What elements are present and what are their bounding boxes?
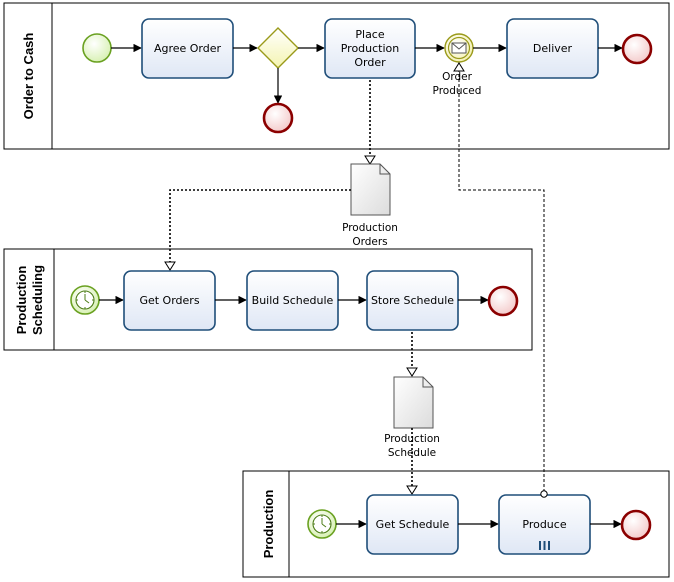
message-flow-produce-to-order-produced [458,66,545,492]
production-schedule-label-line1: Production [384,433,440,445]
association-production-orders-to-get-orders [169,189,351,264]
order-produced-label-line2: Produced [433,85,482,97]
pool-title-order-to-cash: Order to Cash [21,33,36,120]
document-fold [379,164,390,175]
order-produced-label-line1: Order [442,71,473,83]
task-deliver[interactable]: Deliver [506,18,599,79]
task-place-production-order-label-line1: Place [355,28,384,41]
task-build-schedule[interactable]: Build Schedule [246,270,339,331]
production-orders-label-line2: Orders [352,236,387,248]
document-icon[interactable] [350,163,391,216]
task-store-schedule-label: Store Schedule [371,294,454,307]
timer-icon [312,514,332,534]
task-produce-label: Produce [522,518,566,531]
envelope-icon [451,42,467,54]
end-event-gateway-branch[interactable] [262,102,294,134]
task-place-production-order-label-line3: Order [354,56,386,69]
start-event-order-to-cash[interactable] [82,33,112,63]
data-object-production-orders[interactable] [350,163,391,216]
document-fold [422,377,433,388]
intermediate-event-order-produced[interactable] [444,33,474,63]
message-flow-arrowhead [453,62,465,72]
parallel-bars-icon [539,541,550,550]
end-event-scheduling[interactable] [487,285,519,317]
task-place-production-order-label-line2: Production [341,42,400,55]
task-store-schedule[interactable]: Store Schedule [366,270,459,331]
end-event-production[interactable] [620,509,652,541]
task-deliver-label: Deliver [533,42,573,55]
task-agree-order[interactable]: Agree Order [141,18,234,79]
timer-icon [75,290,95,310]
pool-title-production-scheduling-line2: Scheduling [30,265,45,335]
pool-title-production-scheduling-line1: Production [14,266,29,335]
pool-title-production: Production [261,490,276,559]
document-icon[interactable] [393,376,434,429]
start-event-timer-production[interactable] [307,509,337,539]
data-object-production-schedule[interactable] [393,376,434,429]
association-arrowhead-get-orders [164,261,176,271]
task-place-production-order[interactable]: Place Production Order [324,18,416,79]
start-event-timer-scheduling[interactable] [70,285,100,315]
task-build-schedule-label: Build Schedule [252,294,334,307]
production-orders-label-line1: Production [342,222,398,234]
intermediate-event-inner-ring [447,36,471,60]
end-event-order-to-cash[interactable] [621,33,653,65]
association-arrowhead-production-schedule [406,367,418,377]
task-get-schedule[interactable]: Get Schedule [366,494,459,555]
association-arrowhead-get-schedule [406,485,418,495]
association-arrowhead-production-orders [364,155,376,165]
message-flow-origin-circle [540,490,548,498]
task-get-orders-label: Get Orders [139,294,199,307]
task-get-schedule-label: Get Schedule [376,518,450,531]
task-produce[interactable]: Produce [498,494,591,555]
task-get-orders[interactable]: Get Orders [123,270,216,331]
task-agree-order-label: Agree Order [154,42,222,55]
